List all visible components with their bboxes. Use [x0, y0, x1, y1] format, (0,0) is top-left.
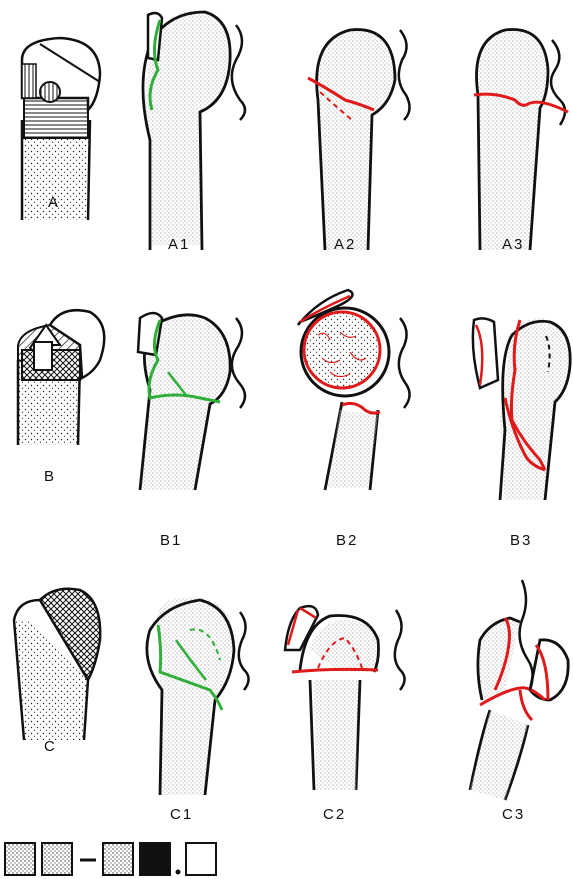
label-c1: C1	[170, 806, 193, 823]
label-schematic-c: C	[44, 738, 57, 755]
legend-stippled-square-2	[42, 843, 72, 875]
schematic-c	[14, 589, 100, 740]
label-c3: C3	[502, 806, 525, 823]
humerus-a2	[308, 30, 410, 250]
schematic-b	[18, 310, 104, 445]
humerus-b2	[298, 290, 410, 490]
label-c2: C2	[323, 806, 346, 823]
legend-stippled-square-1	[5, 843, 35, 875]
label-b3: B3	[510, 532, 532, 549]
humerus-c2	[285, 606, 405, 790]
legend-black-square	[140, 843, 170, 875]
label-a2: A2	[334, 236, 356, 253]
schematic-a	[22, 38, 100, 220]
legend-stippled-square-3	[103, 843, 133, 875]
legend	[5, 843, 216, 875]
label-b1: B1	[160, 532, 182, 549]
label-b2: B2	[336, 532, 358, 549]
label-schematic-b: B	[44, 468, 56, 485]
humerus-c3	[470, 580, 568, 800]
legend-white-square	[186, 843, 216, 875]
humerus-c1	[147, 597, 249, 795]
humerus-b3	[473, 318, 570, 500]
label-schematic-a: A	[48, 194, 60, 211]
label-a1: A1	[168, 236, 190, 253]
label-a3: A3	[502, 236, 524, 253]
humerus-b1	[138, 313, 245, 490]
humerus-a1	[143, 10, 245, 250]
legend-dot	[176, 870, 181, 875]
humerus-a3	[474, 30, 568, 251]
